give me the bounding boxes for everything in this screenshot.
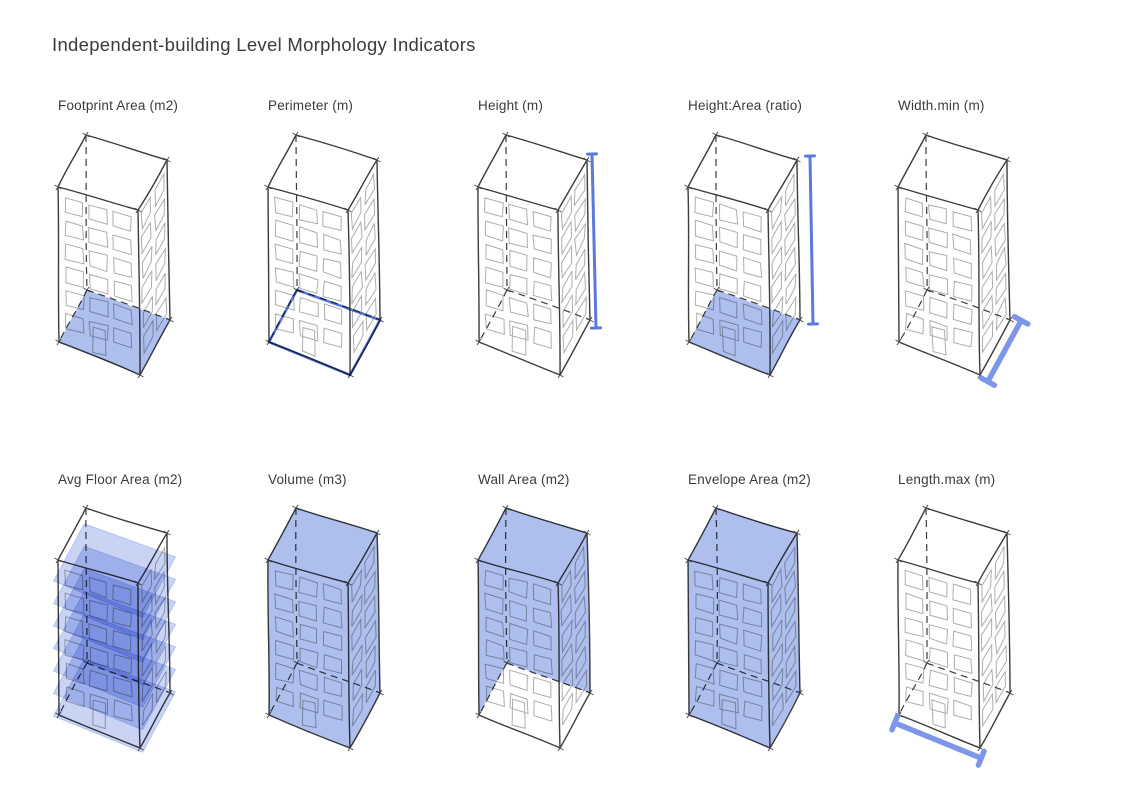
length-max-figure [889,504,1014,768]
panel-label: Perimeter (m) [268,98,354,113]
page-title: Independent-building Level Morphology In… [52,34,476,55]
highlight-floor-slabs [52,523,177,753]
perimeter-figure [264,131,384,378]
panel-volume: Volume (m3) [260,472,470,769]
highlight-footprint [59,289,170,375]
panel-wall-area: Wall Area (m2) [470,472,680,769]
highlight-height [804,153,819,326]
highlight-walls [478,508,590,749]
width-min-figure [894,131,1031,388]
volume-figure [264,504,384,752]
building-sketch [264,131,384,378]
highlight-envelope [688,508,800,749]
panel-label: Width.min (m) [898,98,985,113]
avg-floor-area-figure [52,504,177,753]
building-sketch [894,504,1014,752]
morphology-grid: Footprint Area (m2) Perimeter (m) Height… [50,98,1100,768]
panel-height-area-ratio: Height:Area (ratio) [680,98,890,395]
footprint-area-figure [54,131,174,378]
highlight-footprint [689,289,800,375]
panel-label: Wall Area (m2) [478,471,570,487]
highlight-width-min [978,313,1031,388]
wall-area-figure [474,504,594,752]
panel-label: Height:Area (ratio) [688,98,803,113]
panel-label: Envelope Area (m2) [688,471,811,487]
panel-label: Footprint Area (m2) [58,98,179,113]
highlight-perimeter [267,288,382,376]
highlight-length-max [889,713,987,768]
panel-perimeter: Perimeter (m) [260,98,470,395]
panel-label: Height (m) [478,98,544,113]
panel-length-max: Length.max (m) [889,471,1100,769]
height-area-ratio-figure [684,131,819,378]
panel-label: Volume (m3) [268,471,347,487]
panel-avg-floor-area: Avg Floor Area (m2) [50,472,260,769]
panel-height: Height (m) [470,98,680,395]
panel-label: Avg Floor Area (m2) [58,471,183,487]
panel-width-min: Width.min (m) [890,98,1100,395]
height-figure [474,131,602,378]
highlight-height [586,151,602,330]
building-sketch [474,131,594,378]
panel-label: Length.max (m) [898,471,996,487]
panel-envelope-area: Envelope Area (m2) [680,472,890,769]
building-sketch [894,131,1014,378]
highlight-volume [268,508,380,749]
envelope-area-figure [684,504,804,752]
panel-footprint-area: Footprint Area (m2) [50,98,260,395]
